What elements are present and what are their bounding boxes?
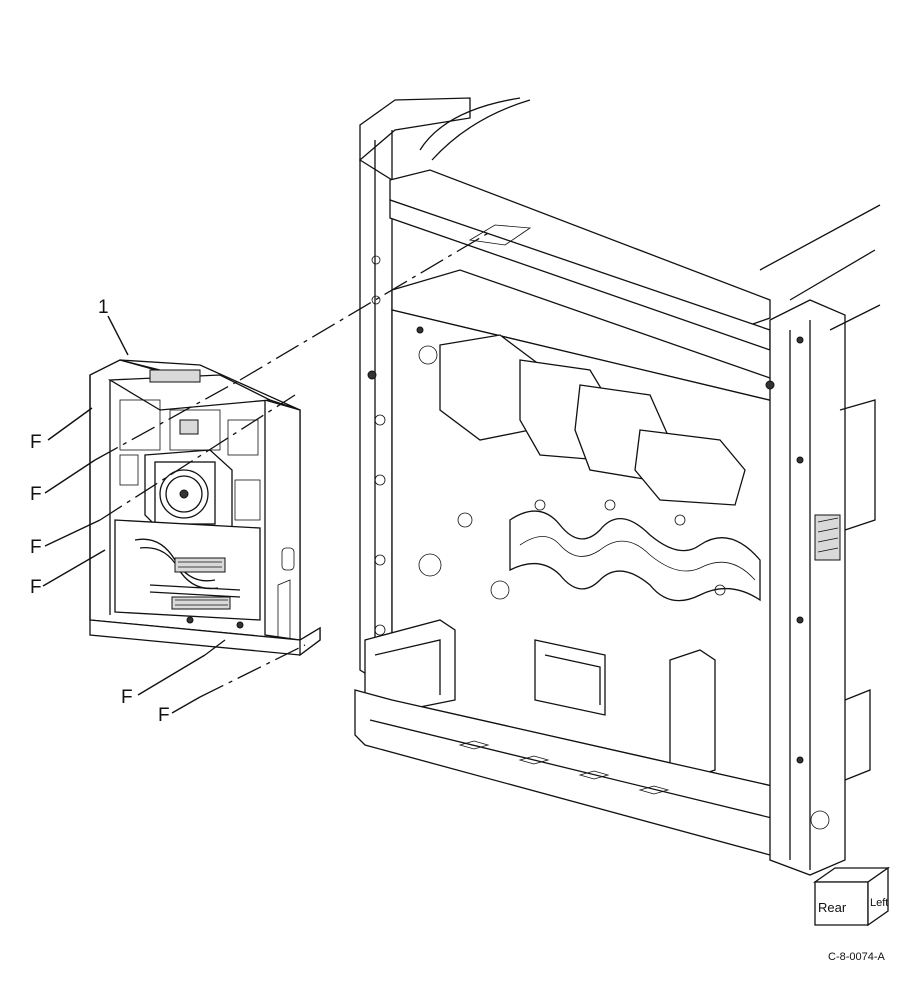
main-frame	[354, 97, 881, 876]
fastener-label-3: F	[30, 537, 42, 558]
leader-lines	[42, 315, 206, 714]
cube-front-label: Rear	[818, 900, 847, 915]
cube-side-label: Left	[870, 897, 888, 909]
orientation-cube: Rear Left	[812, 866, 891, 927]
fastener-label-2: F	[30, 484, 42, 505]
fastener-label-6: F	[158, 705, 170, 726]
item-number-label: 1	[98, 297, 109, 318]
electronics-module	[89, 359, 321, 657]
fastener-label-5: F	[121, 687, 133, 708]
figure-code: C-8-0074-A	[828, 951, 886, 963]
frame-holes	[371, 255, 726, 636]
fastener-label-1: F	[30, 432, 42, 453]
alignment-lines	[94, 231, 491, 698]
fan	[144, 449, 233, 536]
fastener-label-4: F	[30, 577, 42, 598]
